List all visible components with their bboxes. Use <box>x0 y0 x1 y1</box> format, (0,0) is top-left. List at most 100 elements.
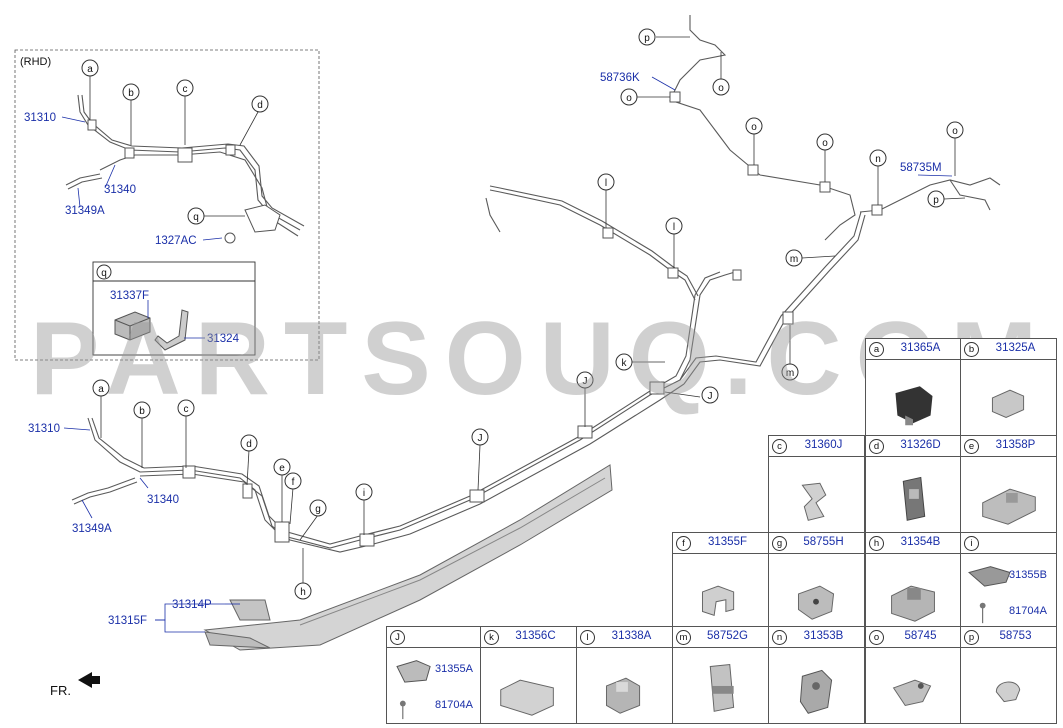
legend-cell-e: e 31358P <box>960 435 1057 533</box>
legend-cell-header: h 31354B <box>866 533 961 554</box>
part-58755H-icon <box>769 553 864 629</box>
svg-text:o: o <box>751 122 757 133</box>
svg-text:J: J <box>583 376 588 387</box>
legend-part-number: 31355F <box>707 536 747 548</box>
svg-text:p: p <box>644 33 650 44</box>
part-31360J-icon <box>769 456 864 532</box>
svg-text:J: J <box>708 391 713 402</box>
callout-d: d <box>240 434 258 452</box>
part-31358P-icon <box>961 456 1056 532</box>
svg-text:31349A: 31349A <box>65 205 105 217</box>
legend-letter: b <box>964 342 979 357</box>
callout-i: i <box>355 483 373 501</box>
legend-part-number: 31360J <box>804 439 843 451</box>
legend-letter: d <box>869 439 884 454</box>
svg-text:h: h <box>300 587 306 598</box>
part-31325A-icon <box>961 359 1056 435</box>
svg-text:31340: 31340 <box>104 184 136 196</box>
legend-part-number: 31358P <box>995 439 1036 451</box>
svg-text:b: b <box>139 406 145 417</box>
legend-letter: k <box>484 630 499 645</box>
legend-part-number: 31326D <box>900 439 941 451</box>
svg-text:o: o <box>822 138 828 149</box>
legend-part-number: 58753 <box>999 630 1032 642</box>
callout-p-2: p <box>927 190 945 208</box>
legend-cell-header: c 31360J <box>769 436 864 457</box>
svg-text:q: q <box>101 268 107 279</box>
svg-text:i: i <box>363 488 365 499</box>
legend-letter: c <box>772 439 787 454</box>
legend-letter: p <box>964 630 979 645</box>
legend-letter: h <box>869 536 884 551</box>
svg-text:k: k <box>622 358 628 369</box>
front-arrow-icon <box>78 672 100 688</box>
svg-text:l: l <box>605 178 607 189</box>
svg-text:o: o <box>952 126 958 137</box>
part-31365A-icon <box>866 359 961 435</box>
callout-m-2: m <box>785 249 803 267</box>
svg-text:e: e <box>279 463 285 474</box>
callout-e: e <box>273 458 291 476</box>
callout-a-rhd: a <box>81 59 99 77</box>
part-31356C-icon <box>481 647 576 723</box>
callout-c-rhd: c <box>176 79 194 97</box>
legend-letter: f <box>676 536 691 551</box>
svg-text:31340: 31340 <box>147 494 179 506</box>
legend-part-number: 31354B <box>900 536 941 548</box>
legend-cell-header: e 31358P <box>961 436 1056 457</box>
callout-o-2: o <box>816 133 834 151</box>
part-58752G-icon <box>673 647 768 723</box>
legend-sub-part-81704A: 81704A <box>435 699 473 711</box>
callout-l-2: l <box>665 217 683 235</box>
legend-letter: g <box>772 536 787 551</box>
part-31338A-icon <box>577 647 672 723</box>
svg-text:1327AC: 1327AC <box>155 235 197 247</box>
legend-letter: i <box>964 536 979 551</box>
legend-cell-c: c 31360J <box>768 435 865 533</box>
legend-part-number: 58755H <box>803 536 844 548</box>
heat-shield-31315F <box>203 464 613 651</box>
legend-cell-d: d 31326D <box>865 435 962 533</box>
callout-b: b <box>133 401 151 419</box>
callout-d-rhd: d <box>251 95 269 113</box>
callout-m-1: m <box>781 363 799 381</box>
bracket-31324-icon <box>154 309 189 351</box>
svg-text:n: n <box>875 154 881 165</box>
legend-letter: a <box>869 342 884 357</box>
callout-o-4: o <box>712 78 730 96</box>
callout-b-rhd: b <box>122 83 140 101</box>
main-pipe-assembly <box>71 15 1001 553</box>
callout-q-rhd: q <box>187 207 205 225</box>
legend-cell-f: f 31355F <box>672 532 769 630</box>
legend-letter: l <box>580 630 595 645</box>
svg-text:31310: 31310 <box>24 112 56 124</box>
svg-text:l: l <box>673 222 675 233</box>
callout-q-box: q <box>96 264 112 280</box>
svg-text:31324: 31324 <box>207 333 240 345</box>
callout-f: f <box>284 472 302 490</box>
callout-g: g <box>309 499 327 517</box>
svg-text:d: d <box>246 439 252 450</box>
legend-part-number: 31353B <box>803 630 844 642</box>
legend-part-number: 31338A <box>611 630 652 642</box>
legend-sub-part-31355A: 31355A <box>435 663 473 675</box>
part-labels: 31310 31340 31349A 1327AC 31337F 31324 3… <box>24 72 942 627</box>
legend-cell-p: p 58753 <box>960 626 1057 724</box>
svg-text:m: m <box>790 254 798 265</box>
callout-k: k <box>615 353 633 371</box>
part-j-icon <box>387 647 482 723</box>
legend-letter: e <box>964 439 979 454</box>
rhd-label: (RHD) <box>20 56 52 68</box>
svg-text:b: b <box>128 88 134 99</box>
legend-cell-header: d 31326D <box>866 436 961 457</box>
legend-cell-header: l 31338A <box>577 627 672 648</box>
callout-o-5: o <box>620 88 638 106</box>
svg-text:58735M: 58735M <box>900 162 942 174</box>
callout-o-1: o <box>745 117 763 135</box>
